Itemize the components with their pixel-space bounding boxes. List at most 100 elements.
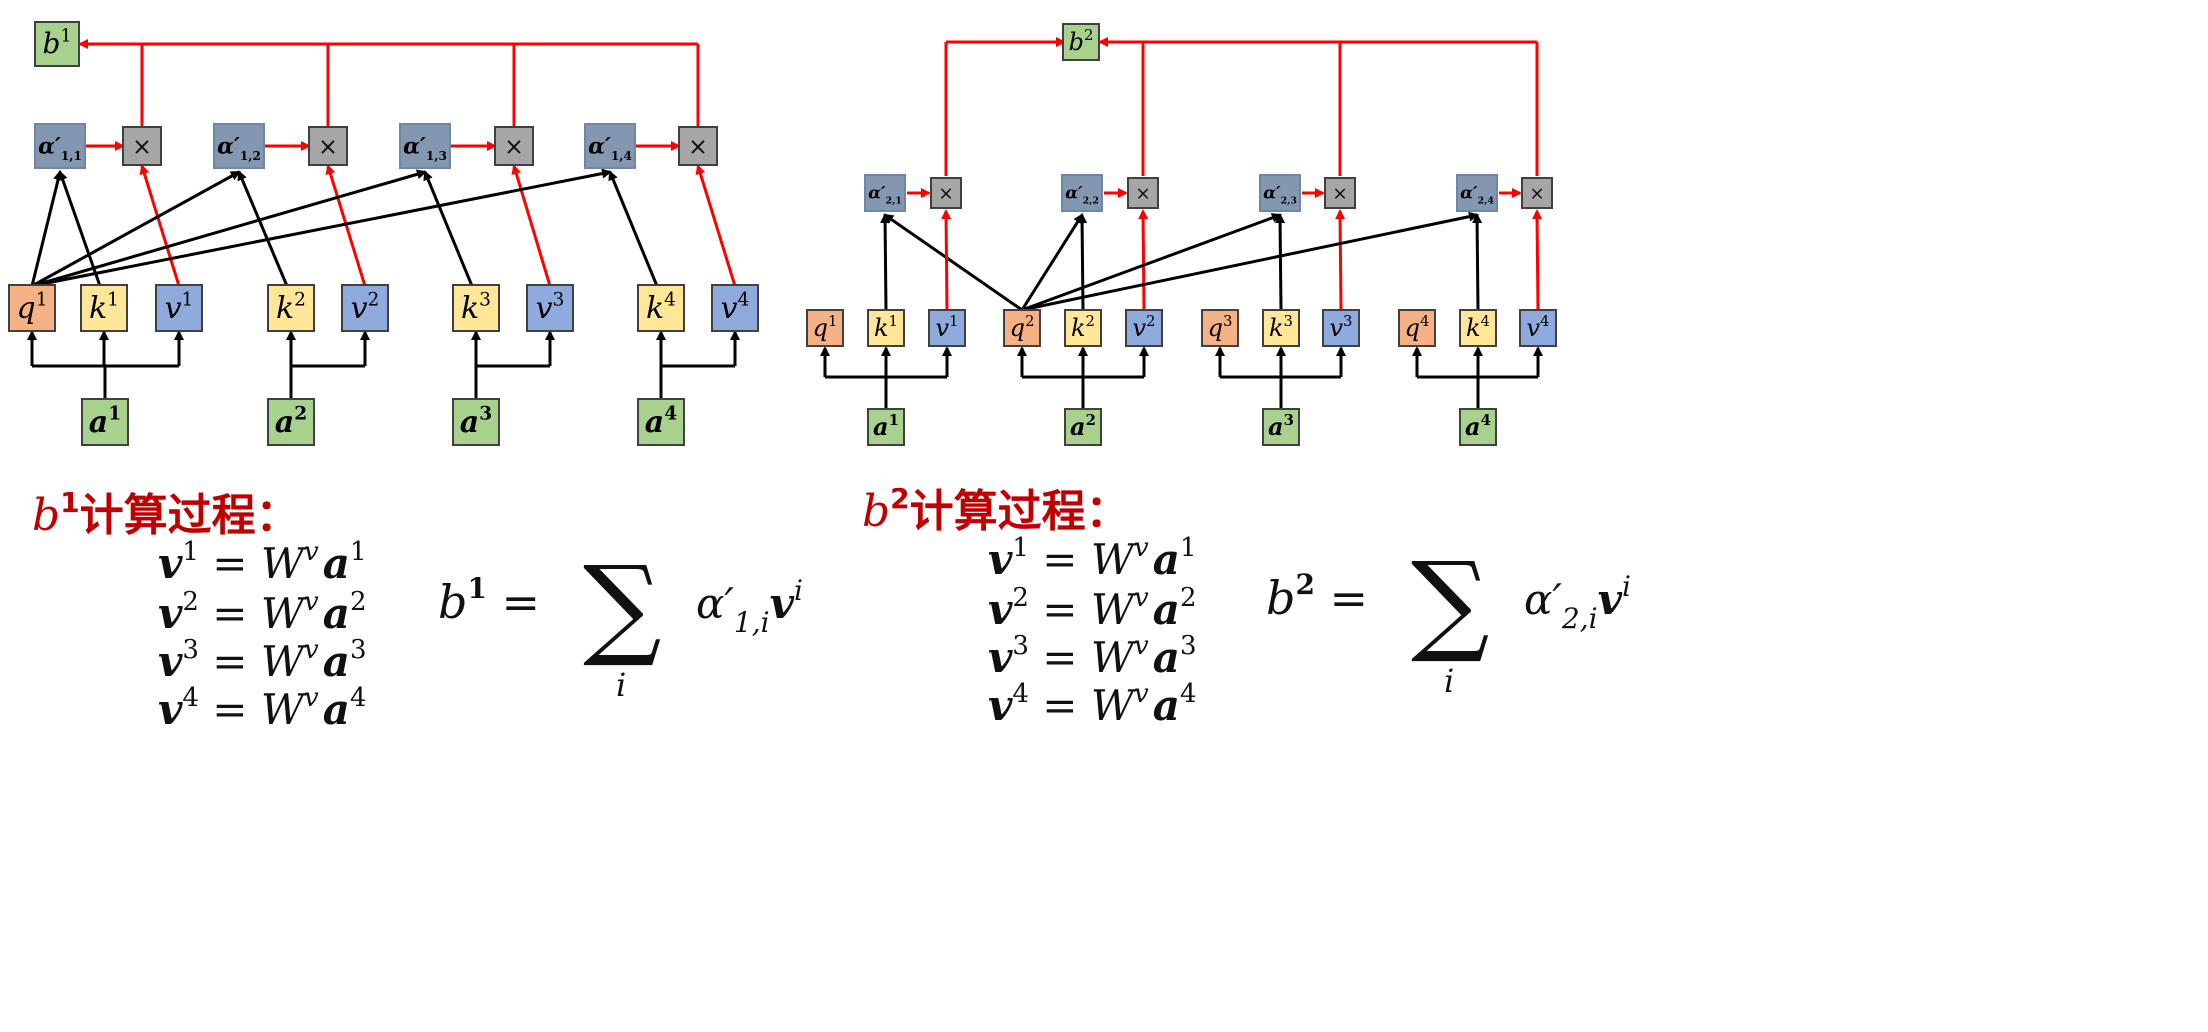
svg-text:α′2,ivi: α′2,ivi — [1524, 570, 1631, 635]
arrow-q1-alpha-4 — [31, 168, 612, 288]
r-key-k3: k3 — [1262, 309, 1300, 347]
r-query-q3-label: q3 — [1208, 312, 1233, 342]
query-q1-label: q1 — [16, 289, 47, 326]
equation-v3-left: v3 = Wva3 — [158, 635, 367, 686]
r-value-v2-label: v2 — [1132, 312, 1155, 342]
multiply-icon: × — [938, 184, 954, 205]
r-attention-alpha-2-3-label: α′2,3 — [1263, 184, 1297, 207]
multiply-icon: × — [318, 132, 338, 160]
key-k4-label: k4 — [646, 289, 676, 326]
r-arrow-q2-alpha-2 — [1020, 213, 1084, 311]
svg-text:b1 =: b1 = — [438, 572, 540, 629]
r-key-k3-label: k3 — [1269, 312, 1293, 342]
r-arrow-q2-alpha-3 — [1021, 213, 1282, 312]
r-query-q1: q1 — [806, 309, 844, 347]
multiply-icon: × — [1135, 184, 1151, 205]
r-value-v4-label: v4 — [1526, 312, 1549, 342]
r-value-v3-label: v3 — [1329, 312, 1352, 342]
arrow-v-mul-2 — [325, 164, 367, 287]
r-arrow-v-mul-1 — [941, 209, 952, 311]
r-value-v1-label: v1 — [935, 312, 958, 342]
r-input-a2-label: a2 — [1070, 411, 1096, 441]
input-a4: a4 — [637, 398, 685, 446]
r-arrow-q2-alpha-4 — [1021, 211, 1479, 312]
r-attention-alpha-2-2: α′2,2 — [1061, 174, 1103, 212]
r-arrow-q2-alpha-1 — [883, 213, 1023, 312]
arrow-v-mul-1 — [139, 164, 181, 287]
input-a2: a2 — [267, 398, 315, 446]
r-attention-alpha-2-3: α′2,3 — [1259, 174, 1301, 212]
multiply-icon: × — [504, 132, 524, 160]
arrow-v-mul-3 — [511, 164, 552, 287]
key-k4: k4 — [637, 284, 685, 332]
attention-alpha-1-3-label: α′1,3 — [403, 133, 447, 163]
input-a3-label: a3 — [460, 403, 492, 440]
value-v3: v3 — [526, 284, 574, 332]
multiply-icon: × — [132, 132, 152, 160]
r-multiply-node-4: × — [1521, 177, 1553, 209]
value-v1-label: v1 — [165, 289, 194, 326]
r-multiply-node-2: × — [1127, 177, 1159, 209]
attention-alpha-1-2: α′1,2 — [213, 123, 265, 169]
r-arrow-v-mul-3 — [1335, 209, 1346, 311]
arrow-q1-alpha-1 — [30, 170, 63, 287]
arrow-q1-alpha-3 — [31, 169, 427, 288]
r-input-a3: a3 — [1262, 408, 1300, 446]
input-a3: a3 — [452, 398, 500, 446]
r-key-k4-label: k4 — [1466, 312, 1490, 342]
r-arrow-k-alpha-4 — [1472, 213, 1483, 311]
equation-v4-left: v4 = Wva4 — [158, 683, 367, 734]
key-k2: k2 — [267, 284, 315, 332]
equation-v1-left: v1 = Wva1 — [158, 537, 367, 588]
arrow-k-alpha-3 — [423, 170, 474, 287]
sigma-symbol: ∑ — [583, 542, 662, 670]
r-attention-alpha-2-1-label: α′2,1 — [868, 184, 902, 207]
value-v3-label: v3 — [536, 289, 565, 326]
input-a1-label: a1 — [89, 403, 121, 440]
attention-alpha-1-4: α′1,4 — [584, 123, 636, 169]
attention-alpha-1-3: α′1,3 — [399, 123, 451, 169]
equation-v1-right: v1 = Wva1 — [988, 533, 1197, 584]
r-input-a4: a4 — [1459, 408, 1497, 446]
key-k1: k1 — [80, 284, 128, 332]
multiply-icon: × — [688, 132, 708, 160]
input-a2-label: a2 — [275, 403, 307, 440]
sum-formula-b1: b1 =∑iα′1,ivi — [438, 542, 803, 704]
equation-v4-right: v4 = Wva4 — [988, 679, 1197, 730]
r-arrow-v-mul-2 — [1138, 209, 1149, 311]
heading-b2: b2计算过程： — [862, 482, 1130, 537]
arrow-v-mul-4 — [695, 164, 737, 287]
r-value-v1: v1 — [928, 309, 966, 347]
r-value-v4: v4 — [1519, 309, 1557, 347]
r-key-k2-label: k2 — [1071, 312, 1095, 342]
attention-alpha-1-1: α′1,1 — [34, 123, 86, 169]
r-input-a3-label: a3 — [1268, 411, 1294, 441]
key-k3: k3 — [452, 284, 500, 332]
r-multiply-node-3: × — [1324, 177, 1356, 209]
svg-text:b2 =: b2 = — [1266, 568, 1368, 625]
r-input-a2: a2 — [1064, 408, 1102, 446]
multiply-icon: × — [1332, 184, 1348, 205]
equation-v2-left: v2 = Wva2 — [158, 587, 367, 638]
r-query-q3: q3 — [1201, 309, 1239, 347]
r-arrow-k-alpha-2 — [1077, 213, 1088, 311]
r-input-a1: a1 — [867, 408, 905, 446]
value-v2: v2 — [341, 284, 389, 332]
svg-text:α′1,ivi: α′1,ivi — [696, 574, 803, 639]
diagram-nodes: b1 q1 k1 v1 a1 α′1,1 × k2 v2 a2 α′1,2 × k3 v3 a3 α′1,3 ×… — [8, 21, 1557, 446]
value-v1: v1 — [155, 284, 203, 332]
r-query-q1-label: q1 — [813, 312, 838, 342]
query-q1: q1 — [8, 284, 56, 332]
r-key-k1: k1 — [867, 309, 905, 347]
arrow-k-alpha-2 — [237, 170, 289, 287]
output-b2: b2 — [1062, 23, 1100, 61]
r-key-k2: k2 — [1064, 309, 1102, 347]
r-query-q4-label: q4 — [1405, 312, 1430, 342]
r-arrow-k-alpha-3 — [1275, 213, 1286, 311]
output-b1: b1 — [34, 21, 80, 67]
value-v4: v4 — [711, 284, 759, 332]
r-value-v3: v3 — [1322, 309, 1360, 347]
r-query-q2-label: q2 — [1010, 312, 1035, 342]
